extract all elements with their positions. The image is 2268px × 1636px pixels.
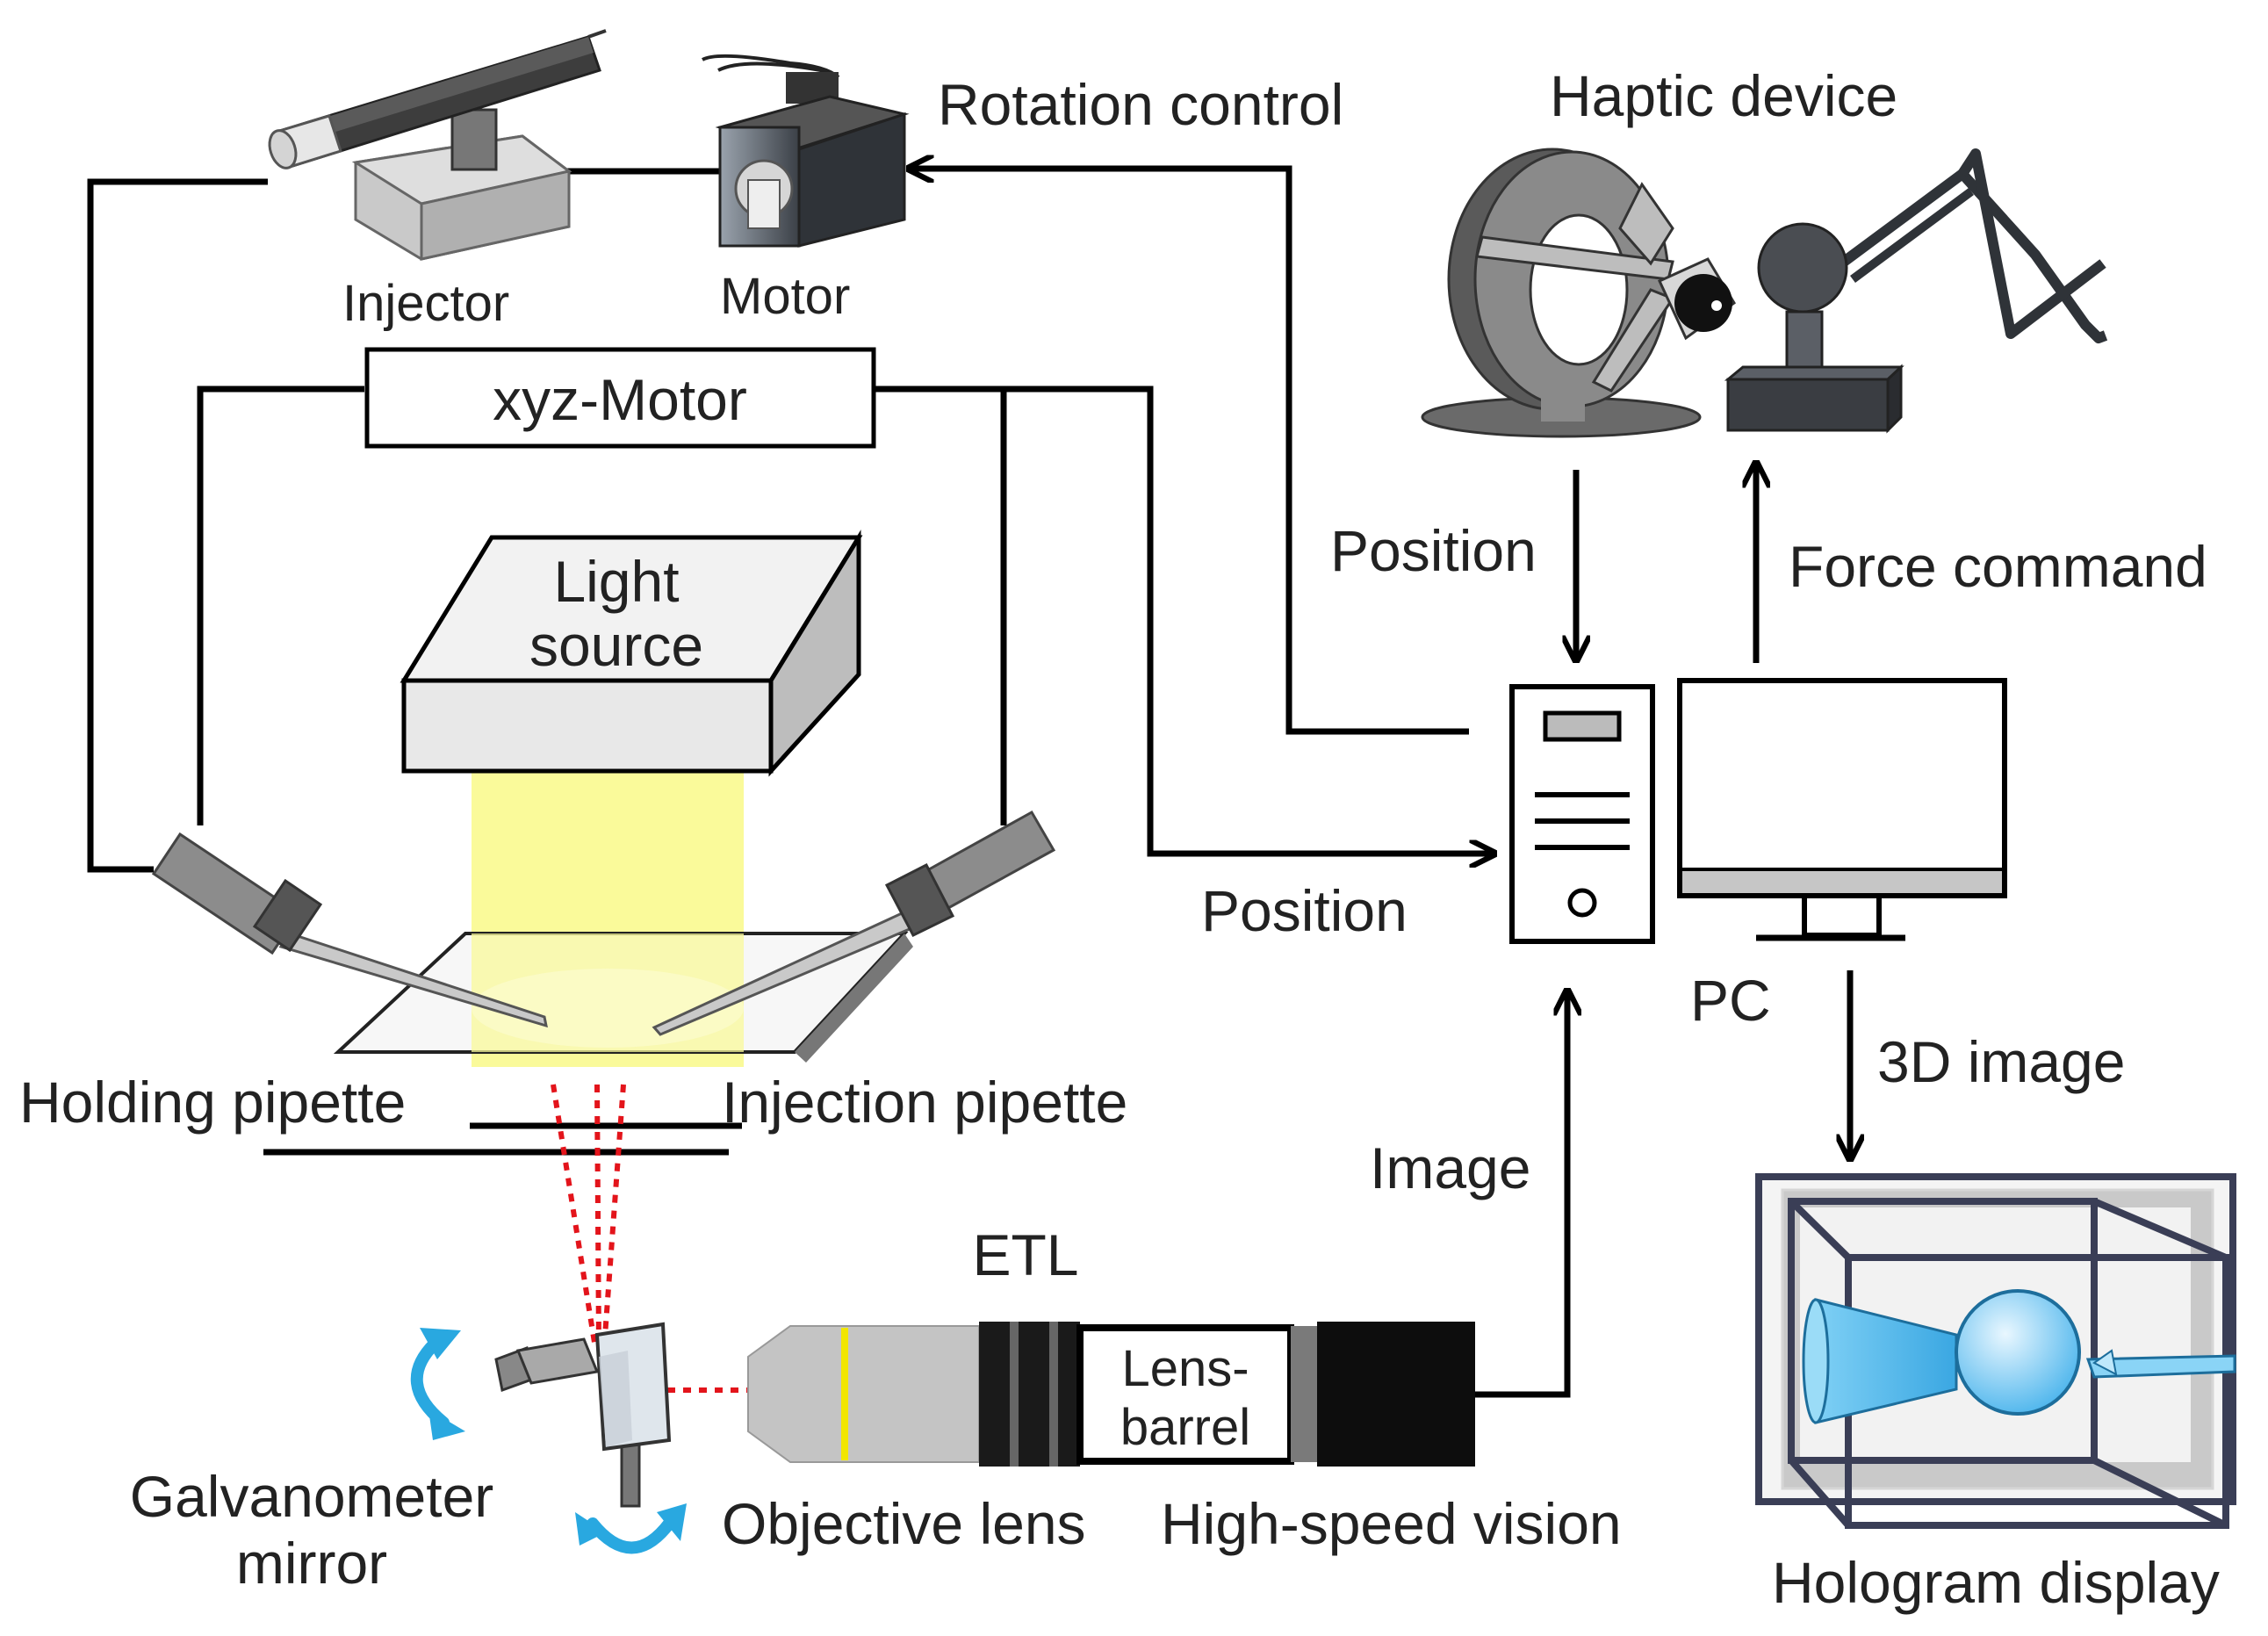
lens-barrel-icon [1076, 1324, 1294, 1465]
signal-arrows [909, 169, 1850, 1398]
rotation-arrow-icon [575, 1503, 687, 1554]
lens-barrel-label-line1: Lens- [1121, 1340, 1249, 1397]
injector-icon [268, 29, 607, 261]
image-arrow [1475, 991, 1567, 1398]
lens-barrel-label-line2: barrel [1120, 1399, 1250, 1456]
force-command-label: Force command [1789, 534, 2207, 599]
position-top-label: Position [1330, 518, 1537, 583]
light-source-label-line2: source [529, 613, 703, 678]
high-speed-vision-label: High-speed vision [1161, 1491, 1622, 1556]
xyz-motor-label: xyz-Motor [493, 367, 747, 432]
xyz-right-wire [874, 386, 1007, 825]
image-label: Image [1370, 1135, 1530, 1200]
hologram-display-label: Hologram display [1772, 1550, 2220, 1615]
laser-path [551, 1084, 751, 1393]
light-source-box [400, 530, 863, 777]
microscope-stage [263, 932, 913, 1156]
light-source-label-line1: Light [553, 549, 679, 614]
injector-label: Injector [342, 275, 509, 332]
holding-pipette-label: Holding pipette [19, 1070, 406, 1135]
etl-label: ETL [972, 1222, 1078, 1287]
haptic-stylus-icon [1724, 148, 2108, 434]
motor-label: Motor [720, 268, 850, 325]
rotation-arrow-icon [410, 1328, 465, 1440]
galvanometer-label-line2: mirror [236, 1531, 387, 1596]
pc-monitor-icon [1677, 678, 2007, 941]
objective-lens-label: Objective lens [722, 1491, 1086, 1556]
holding-pipette-icon [151, 832, 548, 1028]
galvanometer-mirror-icon [494, 1322, 672, 1508]
pc-tower-icon [1509, 684, 1655, 944]
position-bottom-label: Position [1201, 878, 1408, 943]
haptic-device-icon [1421, 148, 1736, 438]
etl-icon [979, 1322, 1080, 1467]
injection-pipette-icon [652, 810, 1056, 1036]
injection-pipette-label: Injection pipette [722, 1070, 1127, 1135]
haptic-device-label: Haptic device [1550, 63, 1897, 128]
injector-holding-wire [87, 178, 268, 873]
high-speed-camera-icon [1291, 1322, 1475, 1467]
hologram-display-icon [1755, 1173, 2236, 1529]
position-xyz-arrow [1004, 386, 1494, 854]
rotation-control-arrow [909, 169, 1469, 735]
galvanometer-label-line1: Galvanometer [130, 1464, 494, 1529]
motor-icon [702, 54, 910, 248]
rotation-control-label: Rotation control [938, 72, 1343, 137]
objective-lens-icon [747, 1325, 980, 1463]
three-d-image-label: 3D image [1877, 1029, 2125, 1094]
xyz-motor-box [364, 347, 876, 449]
pc-label: PC [1690, 968, 1771, 1033]
xyz-left-wire [197, 386, 364, 825]
